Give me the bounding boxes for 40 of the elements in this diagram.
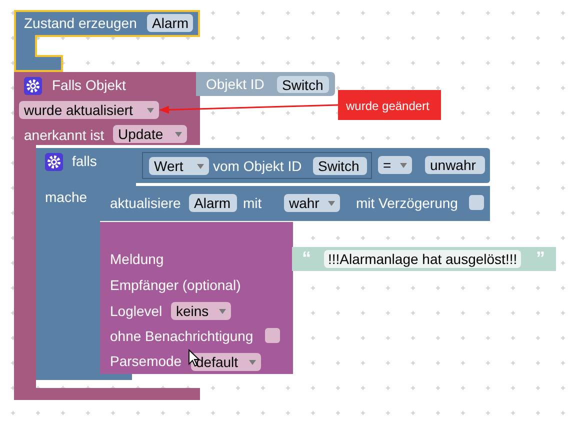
block-label: Meldung (110, 250, 164, 268)
block-label: Parsemode (110, 352, 182, 370)
field-chip: Switch (313, 157, 367, 175)
checkbox (265, 328, 280, 343)
dropdown: = (378, 156, 412, 174)
dropdown: default (191, 353, 261, 371)
block-label: mache (45, 188, 88, 206)
dropdown: wahr (284, 194, 340, 212)
block-label: Loglevel (110, 302, 162, 320)
field-chip: Alarm (189, 194, 237, 212)
message-block (100, 222, 293, 374)
callout-box (338, 90, 441, 120)
dropdown: wurde aktualisiert (19, 101, 159, 119)
arrow (159, 104, 338, 114)
field-chip: Switch (277, 76, 329, 93)
text-block (292, 247, 556, 271)
dropdown: keins (171, 302, 231, 320)
block-label: falls (72, 152, 97, 170)
block-label: Objekt ID (206, 75, 264, 93)
block-label: vom Objekt ID (213, 157, 302, 175)
block-label: Zustand erzeugen (24, 14, 137, 32)
quote-mark: “ (302, 248, 311, 268)
dropdown: Update (113, 125, 187, 143)
value-block (142, 152, 372, 179)
block-label: anerkannt ist (24, 126, 104, 144)
block-label: Empfänger (optional) (110, 276, 241, 294)
block-label: mit (243, 194, 262, 212)
text-value: !!!Alarmanlage hat ausgelöst!!! (324, 250, 522, 268)
value-block (196, 72, 335, 96)
field-chip: Alarm (147, 14, 193, 32)
statement-block (100, 186, 490, 221)
quote-mark: ” (536, 248, 545, 268)
block-label: Falls Objekt (52, 76, 126, 94)
block-label: aktualisiere (110, 194, 181, 212)
dropdown: Wert (149, 157, 209, 175)
checkbox (469, 195, 484, 210)
block-label: ohne Benachrichtigung (110, 327, 254, 345)
block-label: mit Verzögerung (356, 194, 458, 212)
dropdown: unwahr (425, 156, 485, 174)
callout-text: wurde geändert (346, 98, 430, 115)
